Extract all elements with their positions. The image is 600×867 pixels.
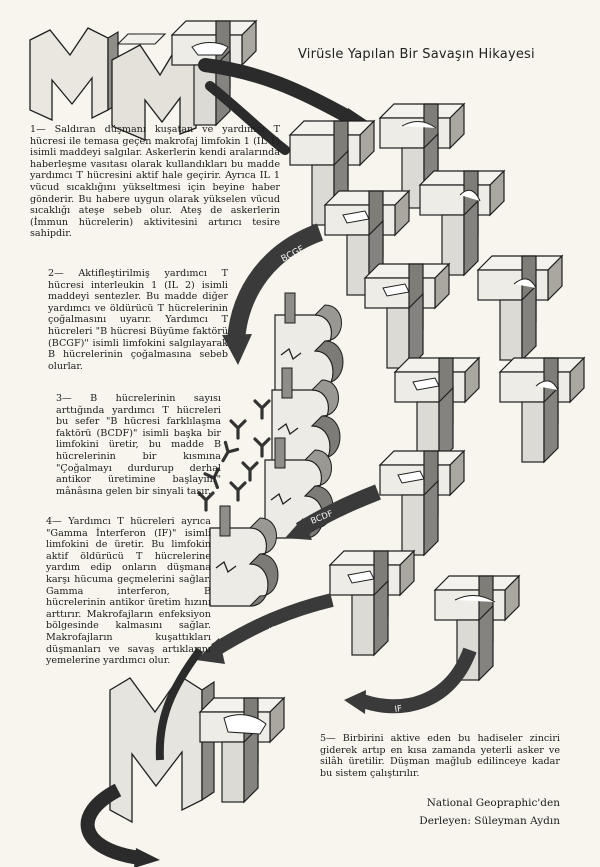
arrow-label-if-left: IF: [268, 625, 278, 637]
t-cell-cluster: [289, 103, 585, 681]
source-credit: National Geopraphic'den: [426, 797, 560, 809]
paragraph-2: 2— Aktifleştirilmiş yardımcı T hücresi i…: [48, 268, 228, 372]
paragraph-3: 3— B hücrelerinin sayısı arttığında yard…: [56, 393, 221, 497]
paragraph-4: 4— Yardımcı T hücreleri ayrıca "Gamma İn…: [46, 516, 211, 667]
helper-t-block-bottom: [199, 697, 285, 803]
arrow-label-if-right: IF: [394, 704, 403, 715]
helper-t-block-top: [171, 20, 257, 126]
macrophage-m-block: [29, 27, 197, 141]
author-credit: Derleyen: Süleyman Aydın: [419, 815, 560, 827]
article-title: Virüsle Yapılan Bir Savaşın Hikayesi: [298, 47, 535, 62]
paragraph-1: 1— Saldıran düşmanı kuşatan ve yardımcı …: [30, 124, 280, 240]
paragraph-5: 5— Birbirini aktive eden bu hadiseler zi…: [320, 733, 560, 779]
